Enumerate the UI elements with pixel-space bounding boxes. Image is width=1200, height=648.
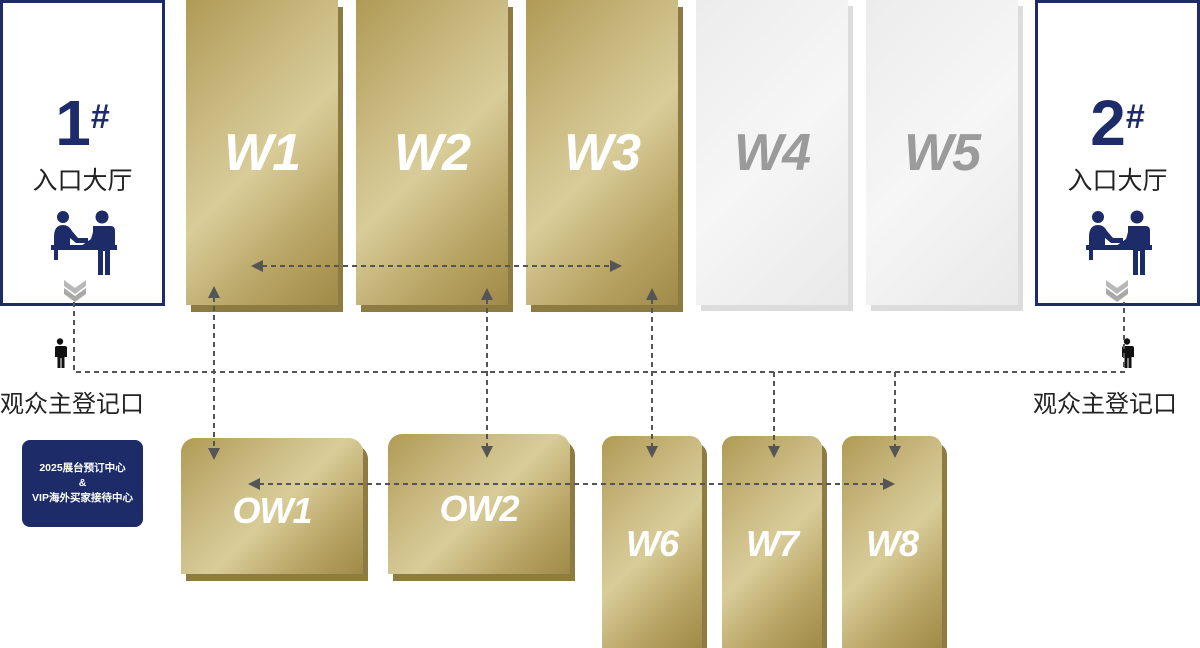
hall-w4-label: W4 (734, 123, 811, 182)
hall-ow1[interactable]: OW1 (181, 438, 363, 574)
hall-w2[interactable]: W2 (356, 0, 508, 305)
chevron-down-icon (1106, 280, 1128, 302)
hall-w5[interactable]: W5 (866, 0, 1018, 305)
booking-center-badge[interactable]: 2025展台预订中心 & VIP海外买家接待中心 (22, 440, 143, 527)
hall-w8[interactable]: W8 (842, 436, 942, 648)
hall-w5-label: W5 (904, 123, 981, 182)
booking-line-3: VIP海外买家接待中心 (32, 492, 133, 504)
hall-w1[interactable]: W1 (186, 0, 338, 305)
hall-ow1-label: OW1 (232, 490, 312, 531)
hall-w8-label: W8 (866, 523, 919, 564)
hall-w1-label: W1 (224, 123, 301, 182)
hall-w4[interactable]: W4 (696, 0, 848, 305)
hall-w3-label: W3 (564, 123, 641, 182)
hall-w2-label: W2 (394, 123, 471, 182)
hall-ow2-label: OW2 (439, 488, 519, 529)
hall-w6[interactable]: W6 (602, 436, 702, 648)
entrance-2[interactable]: 2# 入口大厅 (1035, 0, 1200, 306)
registration-right-label: 观众主登记口 (1033, 391, 1177, 418)
chevron-down-icon (64, 280, 86, 302)
hall-w7-label: W7 (746, 523, 799, 564)
hall-w7[interactable]: W7 (722, 436, 822, 648)
hall-w3[interactable]: W3 (526, 0, 678, 305)
booking-line-1: 2025展台预订中心 (39, 462, 126, 474)
entrance-2-number: 2# (1090, 87, 1145, 159)
entrance-1-number: 1# (55, 87, 110, 159)
registration-left-label: 观众主登记口 (0, 391, 144, 418)
entrance-1[interactable]: 1# 入口大厅 (0, 0, 165, 306)
route-main-horizontal (73, 302, 1125, 373)
person-icon (55, 338, 67, 368)
hall-w6-label: W6 (626, 523, 679, 564)
entrance-1-title: 入口大厅 (32, 167, 133, 195)
entrance-2-title: 入口大厅 (1067, 167, 1168, 195)
hall-ow2[interactable]: OW2 (388, 434, 570, 574)
reception-desk-icon (51, 210, 117, 275)
booking-line-2: & (78, 477, 87, 489)
reception-desk-icon (1086, 210, 1152, 275)
